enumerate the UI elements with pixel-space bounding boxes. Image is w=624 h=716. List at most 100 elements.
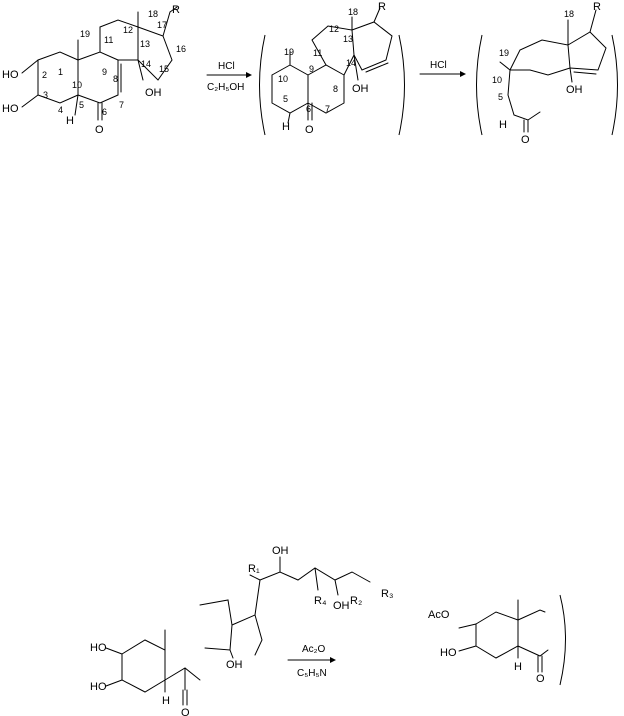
bottom-r1-bond [249,574,261,581]
reagent-pyridine: C₅H₅N [297,668,327,679]
int2-num-18: 18 [564,9,574,19]
num-7: 7 [119,100,124,110]
int2-r-bond [589,9,597,33]
int1-num-6: 6 [306,104,311,114]
num-9: 9 [102,67,107,77]
oh-c3-label: HO [2,103,19,115]
bracket-right-2 [611,34,618,136]
int1-double-bond [365,62,389,73]
reagent-ac2o: Ac₂O [302,644,326,655]
bottom-oh-low: OH [226,659,243,671]
product-chain [517,645,549,657]
int2-c19-bond [499,61,511,71]
int1-num-10: 10 [278,74,288,84]
product-o: O [536,673,545,685]
ring-d [137,26,173,81]
arrow-2-head [460,71,466,77]
bracket-left-2 [476,34,483,136]
bottom-h: H [162,695,170,707]
bottom-ring-b [199,599,233,651]
num-2: 2 [42,70,47,80]
intermediate-1: R OH H O 18 13 12 11 19 9 10 8 14 5 7 6 [259,1,405,136]
reagent-hcl-1: HCl [218,61,235,72]
c2-oh-bond [21,59,39,74]
num-6: 6 [102,107,107,117]
bottom-oh-mid: OH [333,600,350,612]
int2-oh-label: OH [566,84,583,96]
oh-c2-label: HO [2,69,19,81]
num-14: 14 [141,59,151,69]
bracket-right-1 [398,34,405,136]
num-17: 17 [157,20,167,30]
bottom-ho-1: HO [90,642,107,654]
int1-num-19: 19 [284,47,294,57]
bottom-r4: R₄ [314,595,327,607]
int1-num-7: 7 [325,104,330,114]
arrow-1-head [246,72,252,78]
int1-o-label: O [305,124,314,136]
int1-oh-label: OH [352,83,369,95]
r-label: R [172,4,180,16]
oh14-label: OH [145,87,162,99]
reaction-arrow-1: HCl C₂H₅OH [206,61,252,93]
int1-num-11: 11 [313,48,322,58]
num-4: 4 [58,105,63,115]
side-chain-bond [162,11,171,37]
int1-num-9: 9 [309,64,314,74]
side-chain-r-bond [169,6,178,13]
bottom-r3: R₃ [381,588,393,600]
product-aco-bond [458,623,477,629]
int1-num-5: 5 [283,94,288,104]
bottom-r4-bond [314,567,319,591]
int1-num-14: 14 [346,58,356,68]
int2-o-label: O [521,134,530,146]
int2-num-19: 19 [499,48,509,58]
num-11: 11 [104,35,113,45]
bottom-ring-a [121,639,166,693]
int2-ring-c [509,39,571,76]
reagent-hcl-2: HCl [430,60,447,71]
reaction-arrow-3: Ac₂O C₅H₅N [287,644,336,679]
product-ring [475,611,519,659]
num-19: 19 [80,29,90,39]
num-10: 10 [72,80,82,90]
num-16: 16 [176,44,186,54]
num-15: 15 [159,64,169,74]
product-ho-bond [458,645,477,652]
int1-ring-a [271,64,309,114]
int2-double-bond [573,71,597,75]
arrow-3-head [330,657,336,663]
product-aco: AcO [428,609,450,621]
int2-chain [507,69,541,121]
bottom-oh-top: OH [272,545,289,557]
int1-h-bond [287,112,291,124]
num-1: 1 [58,67,63,77]
product-side [517,609,546,621]
product-ho: HO [440,647,457,659]
int1-ring-b-lower [307,74,345,114]
starting-steroid: HO HO H O OH R 1 2 3 4 5 6 7 8 9 10 11 1… [2,4,186,136]
int1-num-18: 18 [348,7,358,17]
num-3: 3 [43,90,48,100]
num-12: 12 [123,25,133,35]
int2-num-10: 10 [492,75,502,85]
ring-c [99,19,139,61]
bottom-product: AcO HO H O [428,594,566,686]
h5-label: H [66,115,74,127]
c5-h-bond [74,94,79,116]
int1-h-label: H [282,121,290,133]
bottom-ho-2: HO [90,681,107,693]
bottom-ho1-bond [105,647,123,655]
int2-r-label: R [593,1,601,13]
int1-ring-c [311,25,355,76]
int1-r-bond [373,7,381,23]
intermediate-2: R OH H O 18 19 10 5 [476,1,618,146]
bottom-r1: R₁ [248,563,260,575]
bottom-o: O [181,707,190,716]
c14-oh-bond [137,59,144,81]
int1-num-8: 8 [333,84,338,94]
num-13: 13 [140,39,150,49]
num-18: 18 [148,9,158,19]
c3-oh-bond [21,94,39,108]
